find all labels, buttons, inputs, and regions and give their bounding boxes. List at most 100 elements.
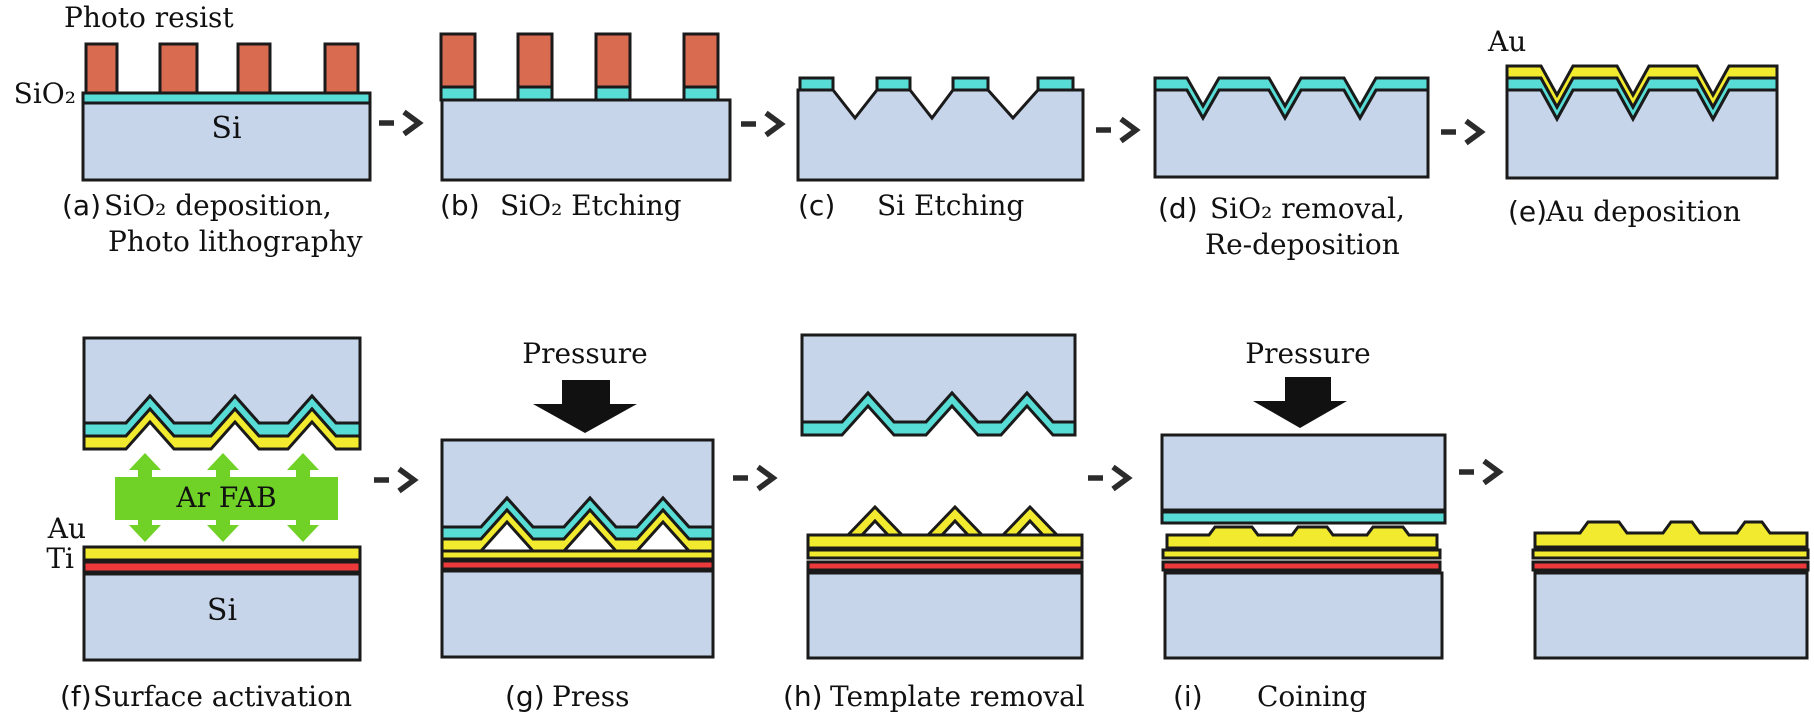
panel-a: [81, 42, 372, 182]
photoresist-block: [516, 32, 554, 89]
sio2-cap: [798, 76, 835, 92]
photoresist-block: [323, 42, 360, 95]
caption-c-prefix: (c): [798, 189, 836, 222]
photoresist-block: [594, 32, 632, 89]
photo-resist-label: Photo resist: [64, 1, 234, 34]
sio2-layer: [81, 91, 372, 105]
panel-h-substrate: [806, 504, 1084, 660]
si-substrate: [440, 98, 732, 182]
caption-d-text2: Re-deposition: [1205, 228, 1400, 261]
flow-arrow-icon: [1096, 116, 1141, 144]
flow-arrows: [374, 109, 1504, 494]
panel-d: [1153, 76, 1430, 179]
au-conformal-layer: [82, 406, 362, 451]
si-press-block: [1160, 433, 1447, 512]
photoresist-block: [84, 42, 119, 95]
caption-b-prefix: (b): [440, 189, 480, 222]
sio2-pad: [682, 85, 720, 102]
ti-label: Ti: [46, 542, 74, 575]
au-coined-layer: [1165, 525, 1439, 550]
caption-g-text: Press: [552, 680, 630, 713]
flow-arrow-icon: [374, 466, 419, 494]
au-layer: [440, 549, 715, 561]
si-substrate: [440, 569, 715, 659]
panel-i: [1160, 377, 1447, 660]
au-label: Au: [47, 512, 86, 545]
caption-i-prefix: (i): [1173, 680, 1203, 713]
ti-layer: [1531, 560, 1810, 572]
caption-d-prefix: (d): [1158, 192, 1198, 225]
si-substrate: [81, 101, 372, 182]
caption-f-text: Surface activation: [93, 680, 352, 713]
caption-b-text: SiO₂ Etching: [500, 189, 682, 222]
au-bump-void: [1013, 518, 1047, 537]
flow-arrow-icon: [1459, 458, 1504, 486]
panel-final: [1531, 520, 1810, 660]
flow-arrow-icon: [379, 109, 424, 137]
caption-f-prefix: (f): [60, 680, 92, 713]
si-substrate: [1533, 571, 1809, 660]
caption-e-prefix: (e): [1508, 195, 1548, 228]
sio2-label: SiO₂: [13, 77, 76, 110]
flow-arrow-icon: [741, 110, 786, 138]
caption-d-text: SiO₂ removal,: [1210, 192, 1405, 225]
au-label: Au: [1488, 25, 1527, 58]
caption-a-text2: Photo lithography: [108, 225, 363, 258]
au-conformal-layer: [1505, 64, 1779, 111]
au-bump-void: [938, 518, 972, 537]
panel-g: [440, 380, 715, 659]
pressure-arrow-icon: [533, 380, 637, 433]
sio2-pad: [439, 85, 477, 102]
panel-f-template: [82, 336, 362, 451]
sio2-pad: [594, 85, 632, 102]
photoresist-block: [439, 32, 477, 89]
sio2-cap: [1036, 76, 1075, 92]
si-substrate: [806, 571, 1084, 660]
caption-g-prefix: (g): [505, 680, 545, 713]
au-layer: [1161, 548, 1442, 560]
si-label: Si: [211, 111, 242, 146]
pressure-label: Pressure: [1245, 337, 1371, 370]
sio2-layer: [1160, 510, 1447, 525]
au-slab: [806, 533, 1084, 550]
caption-e-text: Au deposition: [1546, 195, 1741, 228]
si-substrate: [82, 572, 362, 662]
au-layer: [1531, 548, 1810, 560]
caption-i-text: Coining: [1257, 680, 1368, 713]
ar-fab-label: Ar FAB: [176, 481, 277, 514]
ar-fab-box: [115, 477, 338, 520]
pressure-label: Pressure: [522, 337, 648, 370]
ti-layer: [1161, 560, 1442, 572]
ti-layer: [806, 560, 1084, 572]
flow-arrow-icon: [733, 464, 778, 492]
photoresist-block: [158, 42, 199, 95]
caption-a-prefix: (a): [62, 189, 102, 222]
sio2-cap: [875, 76, 912, 92]
flow-arrow-icon: [1441, 118, 1486, 146]
photoresist-block: [236, 42, 272, 95]
au-coined-pattern: [1533, 520, 1809, 549]
sio2-cap: [951, 76, 990, 92]
caption-c-text: Si Etching: [877, 189, 1025, 222]
panel-e: [1505, 64, 1779, 180]
sio2-pad: [516, 85, 554, 102]
ti-layer: [440, 559, 715, 571]
si-substrate-vgrooves: [796, 88, 1085, 182]
au-layer: [82, 545, 362, 562]
ar-fab-beam: [115, 453, 338, 542]
si-label: Si: [206, 593, 238, 628]
caption-h-prefix: (h): [783, 680, 823, 713]
sio2-conformal-layer: [1153, 76, 1430, 122]
panel-c: [796, 76, 1085, 182]
panel-f-substrate: [82, 545, 362, 662]
panel-h-template: [800, 333, 1077, 437]
flow-arrow-icon: [1088, 464, 1133, 492]
panel-b: [439, 32, 732, 182]
au-bump-void: [858, 518, 892, 537]
au-layer: [806, 548, 1084, 560]
si-substrate: [1163, 571, 1444, 660]
sio2-conformal-layer: [800, 390, 1077, 437]
caption-a-text: SiO₂ deposition,: [104, 189, 332, 222]
